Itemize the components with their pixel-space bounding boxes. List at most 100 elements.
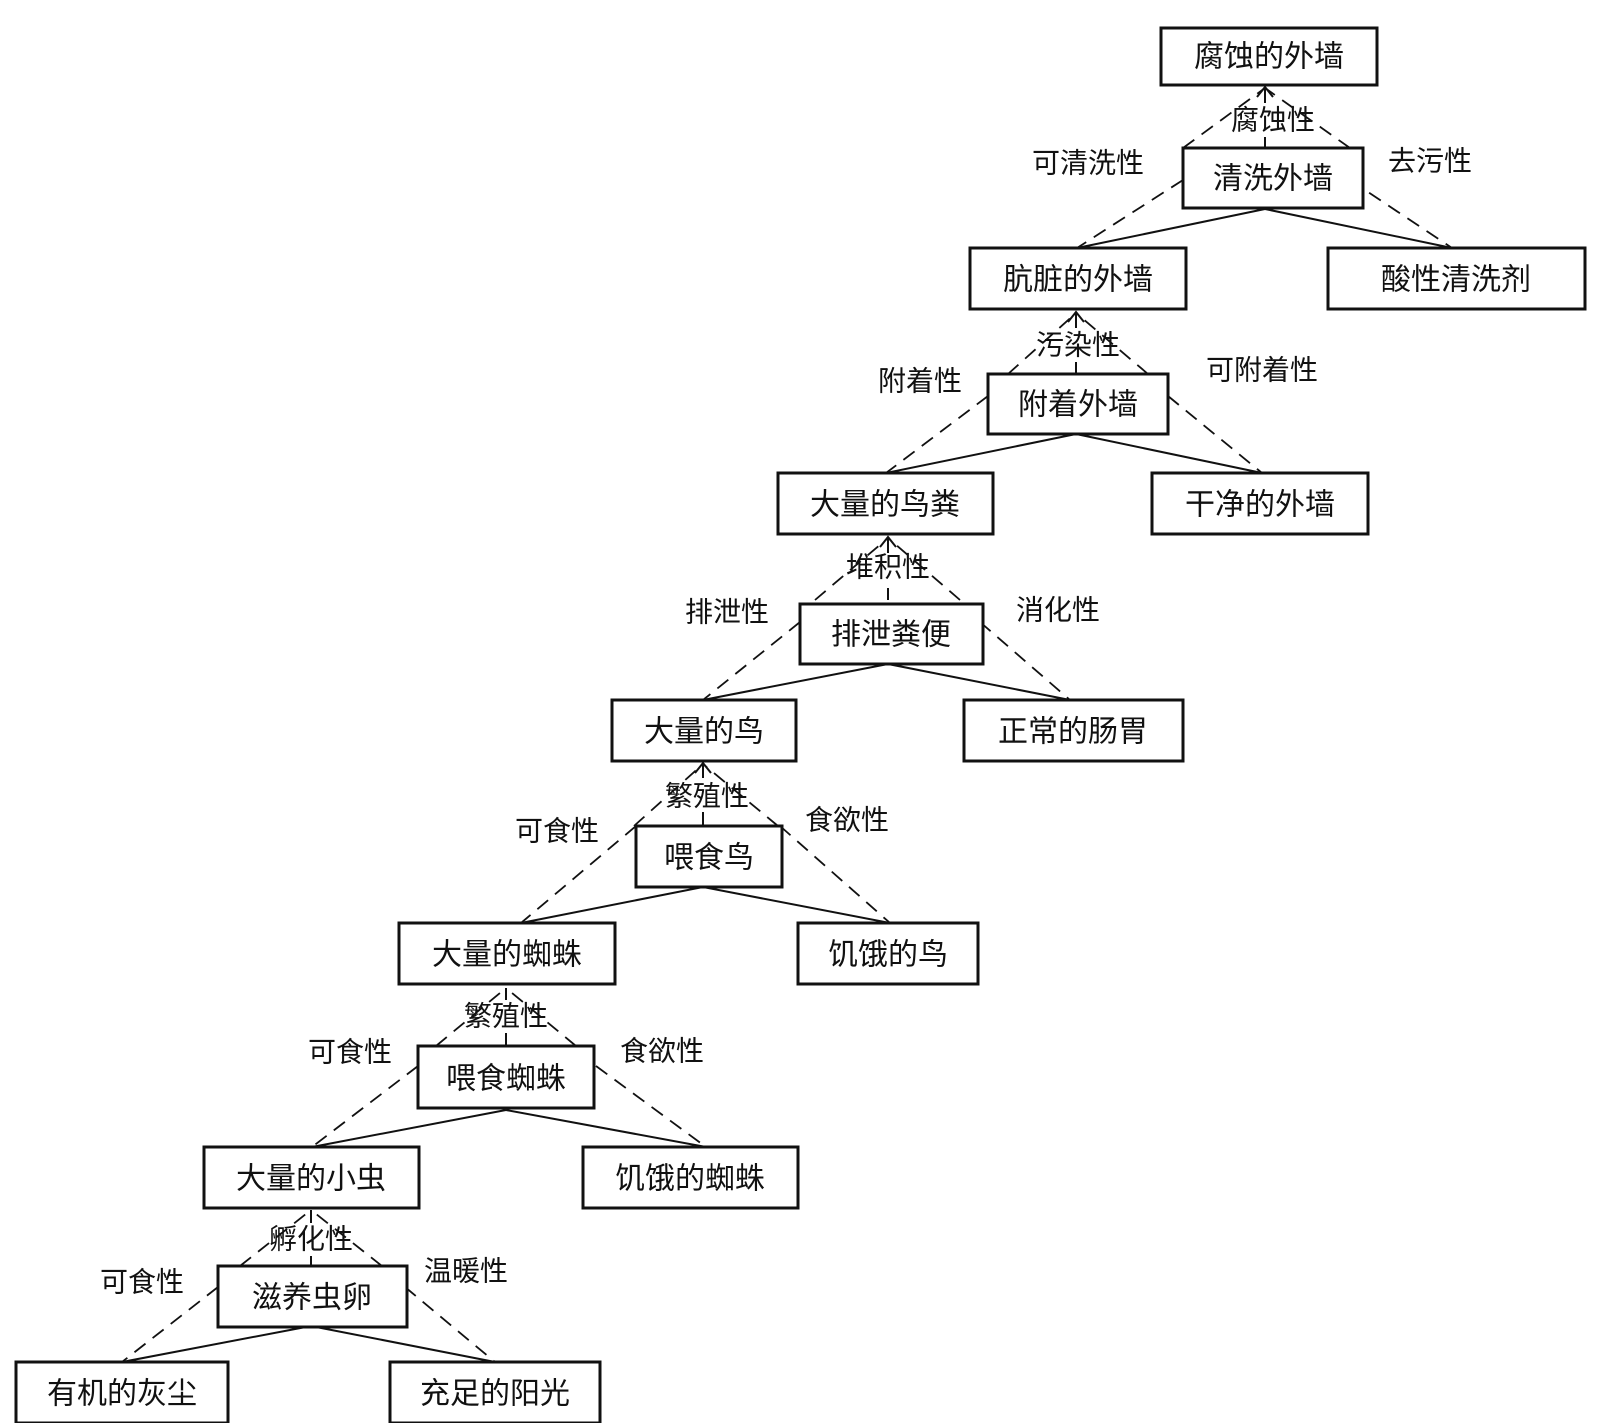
node-result: 腐蚀的外墙 — [1159, 26, 1379, 87]
connector-line — [404, 1286, 496, 1363]
connector-line — [310, 1325, 496, 1363]
connector-line — [435, 987, 507, 1047]
left-property-label: 可食性 — [515, 815, 599, 848]
top-property-label: 繁殖性 — [665, 780, 749, 813]
connector-line — [239, 1209, 312, 1267]
node-method: 喂食鸟 — [634, 824, 784, 889]
connector-line — [1264, 208, 1453, 249]
connector-line — [310, 1209, 383, 1267]
unit-nourish-eggs: 滋养虫卵 有机的灰尘 充足的阳光 孵化性 可食性 温暖性 — [14, 1209, 602, 1423]
node-input-right: 干净的外墙 — [1150, 471, 1370, 536]
connector-line — [1167, 395, 1263, 474]
node-input-right: 饥饿的鸟 — [796, 921, 980, 986]
svg-text:大量的蜘蛛: 大量的蜘蛛 — [432, 938, 582, 973]
left-property-label: 可食性 — [308, 1036, 392, 1069]
node-input-left: 大量的蜘蛛 — [397, 921, 617, 986]
connector-line — [311, 1065, 419, 1148]
unit-clean-wall: 腐蚀的外墙 清洗外墙 肮脏的外墙 酸性清洗剂 腐蚀性 可清洗性 去污性 — [968, 26, 1587, 311]
top-property-label: 污染性 — [1036, 329, 1120, 362]
node-input-left: 有机的灰尘 — [14, 1360, 230, 1423]
connector-line — [779, 825, 891, 924]
connector-line — [121, 1286, 219, 1363]
node-input-right: 酸性清洗剂 — [1326, 246, 1587, 311]
node-method: 滋养虫卵 — [216, 1264, 409, 1329]
connector-line — [1076, 179, 1184, 249]
top-property-label: 孵化性 — [269, 1223, 353, 1256]
svg-text:喂食鸟: 喂食鸟 — [664, 841, 754, 876]
connector-line — [702, 886, 891, 924]
node-method: 附着外墙 — [986, 372, 1170, 436]
connector-line — [1349, 179, 1453, 249]
svg-text:饥饿的蜘蛛: 饥饿的蜘蛛 — [615, 1162, 765, 1197]
connector-line — [885, 433, 1077, 474]
node-method: 喂食蜘蛛 — [416, 1044, 596, 1110]
connector-line — [311, 1109, 507, 1148]
arrow-head — [879, 535, 897, 548]
svg-text:清洗外墙: 清洗外墙 — [1213, 162, 1333, 197]
svg-text:酸性清洗剂: 酸性清洗剂 — [1381, 263, 1531, 298]
svg-text:喂食蜘蛛: 喂食蜘蛛 — [446, 1062, 566, 1097]
connector-line — [814, 537, 889, 601]
unit-excrete: 排泄粪便 大量的鸟 正常的肠胃 堆积性 排泄性 消化性 — [610, 535, 1185, 763]
connector-line — [702, 763, 779, 827]
connector-line — [1264, 87, 1351, 149]
connector-line — [1075, 433, 1263, 474]
connector-line — [702, 621, 801, 701]
right-property-label: 去污性 — [1388, 145, 1472, 178]
arrow-head — [1067, 310, 1085, 323]
right-property-label: 食欲性 — [620, 1035, 704, 1068]
left-property-label: 排泄性 — [685, 596, 769, 629]
arrow-head — [1256, 85, 1274, 98]
unit-feed-birds: 喂食鸟 大量的蜘蛛 饥饿的鸟 繁殖性 可食性 食欲性 — [397, 761, 980, 986]
node-input-left: 大量的小虫 — [202, 1145, 421, 1210]
connector-line — [1075, 312, 1149, 375]
unit-attach-wall: 附着外墙 大量的鸟粪 干净的外墙 污染性 附着性 可附着性 — [776, 310, 1370, 536]
svg-text:大量的鸟粪: 大量的鸟粪 — [810, 488, 960, 523]
left-property-label: 附着性 — [878, 365, 962, 398]
svg-text:肮脏的外墙: 肮脏的外墙 — [1003, 263, 1153, 298]
left-property-label: 可食性 — [100, 1266, 184, 1299]
connector-line — [702, 663, 889, 701]
connector-line — [979, 621, 1071, 701]
node-method: 清洗外墙 — [1181, 146, 1365, 210]
connector-line — [595, 1065, 707, 1148]
node-input-right: 正常的肠胃 — [962, 698, 1185, 763]
arrow-head — [694, 761, 712, 774]
svg-text:附着外墙: 附着外墙 — [1018, 388, 1138, 423]
node-input-left: 肮脏的外墙 — [968, 246, 1188, 311]
connector-line — [520, 825, 637, 924]
svg-text:大量的小虫: 大量的小虫 — [236, 1162, 386, 1197]
connector-line — [1007, 312, 1077, 375]
svg-text:正常的肠胃: 正常的肠胃 — [998, 715, 1148, 750]
right-property-label: 温暖性 — [424, 1255, 508, 1288]
svg-text:滋养虫卵: 滋养虫卵 — [252, 1281, 372, 1316]
top-property-label: 繁殖性 — [464, 1000, 548, 1033]
connector-line — [887, 663, 1071, 701]
unit-feed-spiders: 喂食蜘蛛 大量的小虫 饥饿的蜘蛛 繁殖性 可食性 食欲性 — [202, 987, 800, 1210]
node-input-left: 大量的鸟粪 — [776, 471, 995, 536]
svg-text:有机的灰尘: 有机的灰尘 — [47, 1377, 197, 1412]
svg-text:腐蚀的外墙: 腐蚀的外墙 — [1194, 40, 1344, 75]
connector-line — [121, 1325, 312, 1363]
connector-line — [633, 763, 704, 827]
svg-text:充足的阳光: 充足的阳光 — [420, 1377, 570, 1412]
connector-line — [1076, 208, 1266, 249]
svg-text:饥饿的鸟: 饥饿的鸟 — [828, 938, 948, 973]
connector-line — [885, 395, 989, 474]
top-property-label: 腐蚀性 — [1231, 104, 1315, 137]
right-property-label: 食欲性 — [805, 804, 889, 837]
connector-line — [505, 1109, 707, 1148]
svg-text:排泄粪便: 排泄粪便 — [831, 618, 951, 653]
connector-line — [1182, 87, 1266, 149]
connector-line — [505, 987, 577, 1047]
svg-text:大量的鸟: 大量的鸟 — [644, 715, 764, 750]
node-method: 排泄粪便 — [798, 602, 985, 666]
svg-text:干净的外墙: 干净的外墙 — [1185, 488, 1335, 523]
node-input-right: 饥饿的蜘蛛 — [581, 1145, 800, 1210]
top-property-label: 堆积性 — [846, 551, 930, 584]
node-input-left: 大量的鸟 — [610, 698, 798, 763]
left-property-label: 可清洗性 — [1032, 147, 1144, 180]
connector-line — [887, 537, 961, 601]
connector-line — [520, 886, 704, 924]
